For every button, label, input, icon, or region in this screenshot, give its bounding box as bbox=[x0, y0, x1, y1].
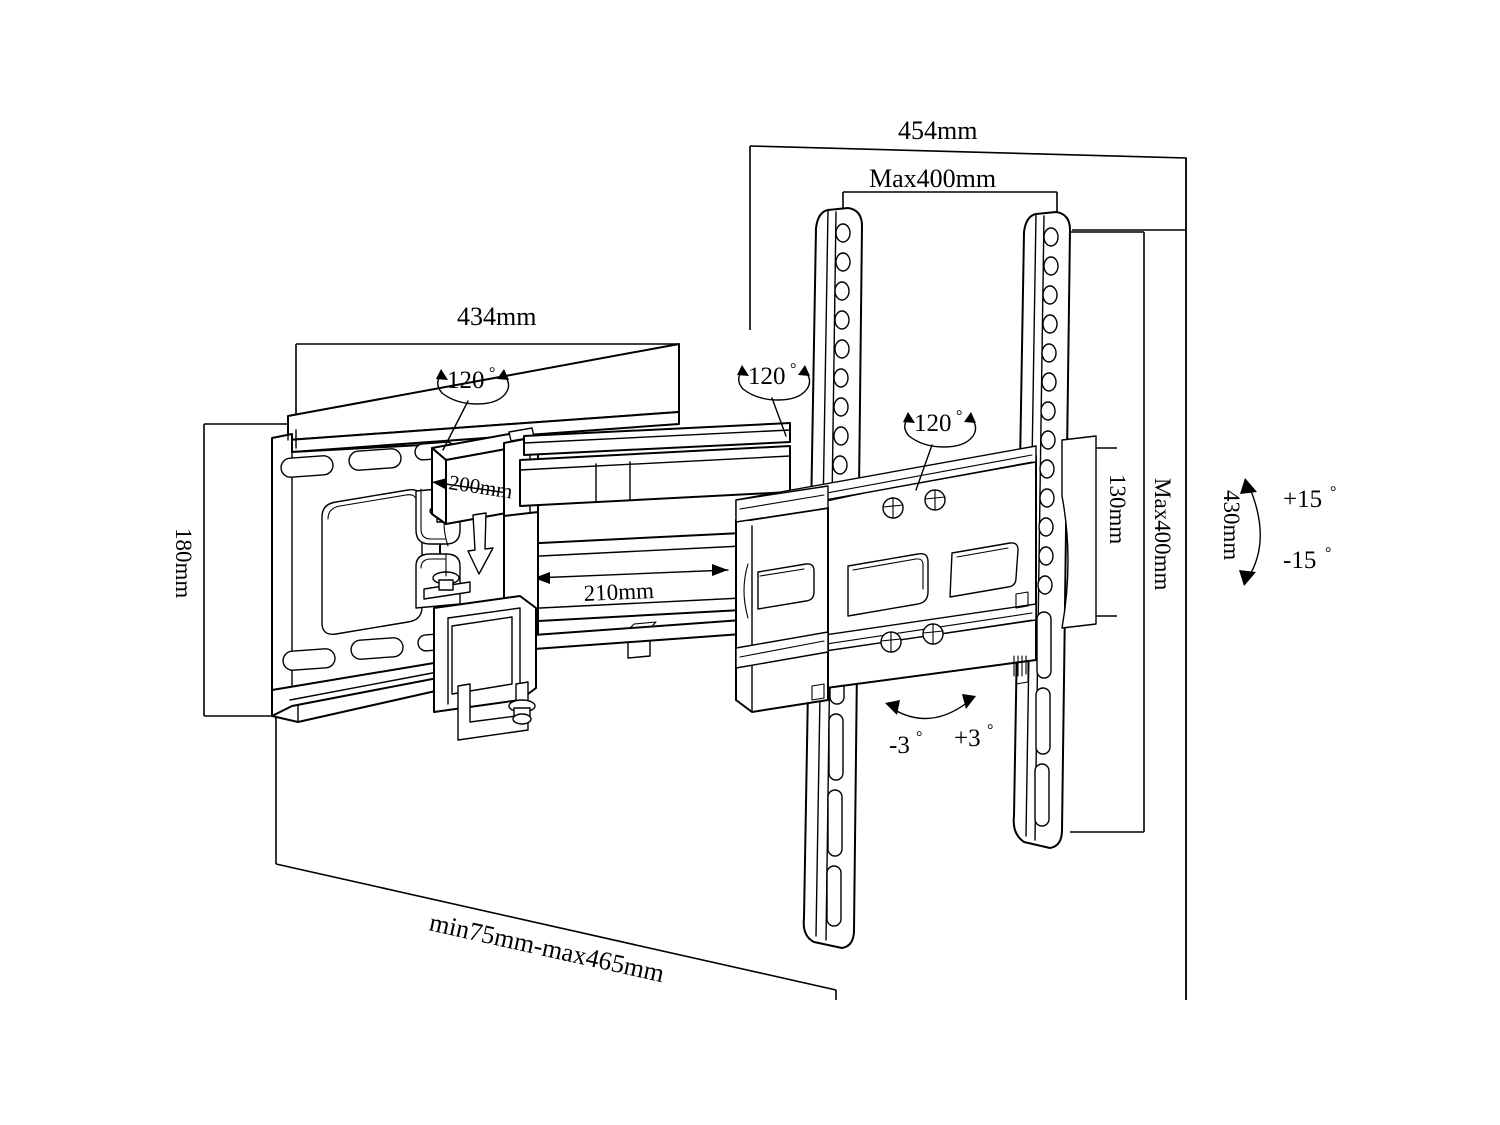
angle-label-tilt-up: +15 ° bbox=[1283, 484, 1336, 513]
angle-value-roll-left: -3 bbox=[889, 732, 910, 759]
angle-value-tilt-down: -15 bbox=[1283, 547, 1316, 574]
label-130mm: 130mm bbox=[1105, 474, 1130, 544]
degree-mark-tilt-up: ° bbox=[1330, 484, 1336, 501]
angle-label-arm-far: 120 ° bbox=[748, 361, 796, 390]
dimension-frame-180mm bbox=[203, 423, 290, 717]
label-vesa-width-max400mm: Max400mm bbox=[869, 164, 996, 193]
wall-plate-slot-top-left bbox=[280, 455, 334, 478]
tilt-indicator-arc bbox=[1239, 478, 1261, 586]
rotation-indicator-plate bbox=[903, 412, 977, 491]
label-180mm: 180mm bbox=[171, 528, 196, 598]
rotation-arrowhead-right-arm-near bbox=[497, 369, 509, 380]
tv-plate-screw-upper-right bbox=[924, 489, 946, 511]
tv-plate-left-segment bbox=[735, 485, 829, 713]
lower-hinge-bolt-nut bbox=[512, 713, 532, 725]
degree-mark-arm-far: ° bbox=[790, 361, 796, 378]
degree-mark-tilt-down: ° bbox=[1325, 545, 1331, 562]
degree-mark-roll-right: ° bbox=[987, 722, 993, 739]
arrow-head-210mm-left bbox=[534, 572, 550, 584]
tv-plate-left-ridge-upper bbox=[735, 485, 829, 523]
angle-label-tilt-down: -15 ° bbox=[1283, 545, 1331, 574]
rotation-arrowhead-left-plate bbox=[903, 412, 915, 423]
angle-label-roll-right: +3 ° bbox=[954, 722, 993, 752]
rail-right-side-tab bbox=[1061, 435, 1097, 629]
arm-boom-top bbox=[523, 422, 791, 456]
tv-plate-screw-upper-left bbox=[882, 497, 904, 519]
wall-plate-bottom-flange bbox=[271, 661, 449, 717]
label-210mm: 210mm bbox=[583, 578, 654, 606]
degree-mark-roll-left: ° bbox=[916, 729, 922, 746]
lower-hinge-box-face bbox=[451, 616, 513, 695]
wall-plate-slot-bottom-right bbox=[350, 637, 404, 660]
rotation-arrowhead-right-arm-far bbox=[798, 365, 810, 376]
tilt-arrowhead-down bbox=[1239, 570, 1256, 586]
rotation-arrowhead-left-arm-far bbox=[737, 365, 749, 376]
angle-value-arm-near: 120 bbox=[447, 367, 485, 394]
dimension-frame-430mm bbox=[1072, 158, 1187, 1000]
lower-hinge-stirrup bbox=[457, 681, 529, 741]
wall-plate-center-cutout bbox=[321, 489, 423, 635]
vertical-rail-right-hole-column bbox=[1037, 227, 1059, 595]
tv-plate-left-ridge-lower bbox=[735, 631, 829, 669]
angle-label-roll-left: -3 ° bbox=[889, 729, 922, 759]
dimension-frame-extension-range bbox=[275, 716, 837, 991]
wall-plate-assembly bbox=[271, 343, 680, 723]
down-arrow-glyph bbox=[467, 512, 494, 575]
dimension-arrow-210mm bbox=[533, 564, 729, 584]
tv-plate-screw-lower-left bbox=[880, 631, 902, 653]
label-454mm: 454mm bbox=[898, 116, 977, 145]
rotation-indicator-arm-far bbox=[737, 365, 811, 437]
tilt-arrowhead-up bbox=[1240, 478, 1257, 494]
roll-arrowhead-right bbox=[962, 694, 976, 709]
vertical-rail-right-slot-column bbox=[1034, 611, 1052, 827]
angle-value-arm-far: 120 bbox=[748, 363, 786, 390]
angle-value-roll-right: +3 bbox=[954, 725, 981, 752]
angle-value-plate: 120 bbox=[914, 410, 952, 437]
wall-plate-slot-top-right bbox=[348, 448, 402, 471]
angle-value-tilt-up: +15 bbox=[1283, 486, 1322, 513]
rotation-arrowhead-right-plate bbox=[964, 412, 976, 423]
dimension-frame-max400-side bbox=[1070, 231, 1145, 833]
wall-plate-slot-bottom-left bbox=[282, 648, 336, 671]
tv-plate-cutout-right bbox=[949, 542, 1019, 598]
arrow-head-200mm-left bbox=[432, 478, 447, 489]
lower-hinge-box bbox=[433, 595, 537, 741]
degree-mark-plate: ° bbox=[956, 408, 962, 425]
tv-plate-left-body bbox=[735, 507, 829, 713]
vertical-rail-right bbox=[1012, 211, 1097, 849]
tv-plate-cutout-center bbox=[847, 552, 929, 617]
label-vesa-height-max400mm: Max400mm bbox=[1150, 478, 1175, 591]
hinge-bolt-lower-shank bbox=[438, 579, 454, 591]
arm-boom-assembly bbox=[503, 422, 791, 659]
roll-indicator-arc bbox=[885, 694, 976, 720]
tv-plate-screw-lower-right bbox=[922, 623, 944, 645]
arrow-head-210mm-right bbox=[712, 564, 728, 576]
tv-plate-left-cutout bbox=[757, 563, 815, 610]
down-arrow-indicator bbox=[467, 512, 494, 575]
label-434mm: 434mm bbox=[457, 302, 536, 331]
degree-mark-arm-near: ° bbox=[489, 365, 495, 382]
angle-label-arm-near: 120 ° bbox=[447, 365, 495, 394]
roll-arrowhead-left bbox=[885, 700, 900, 715]
rotation-indicator-arm-near bbox=[436, 369, 510, 451]
angle-label-plate: 120 ° bbox=[914, 408, 962, 437]
rotation-arrowhead-left-arm-near bbox=[436, 369, 448, 380]
label-430mm: 430mm bbox=[1219, 490, 1244, 560]
